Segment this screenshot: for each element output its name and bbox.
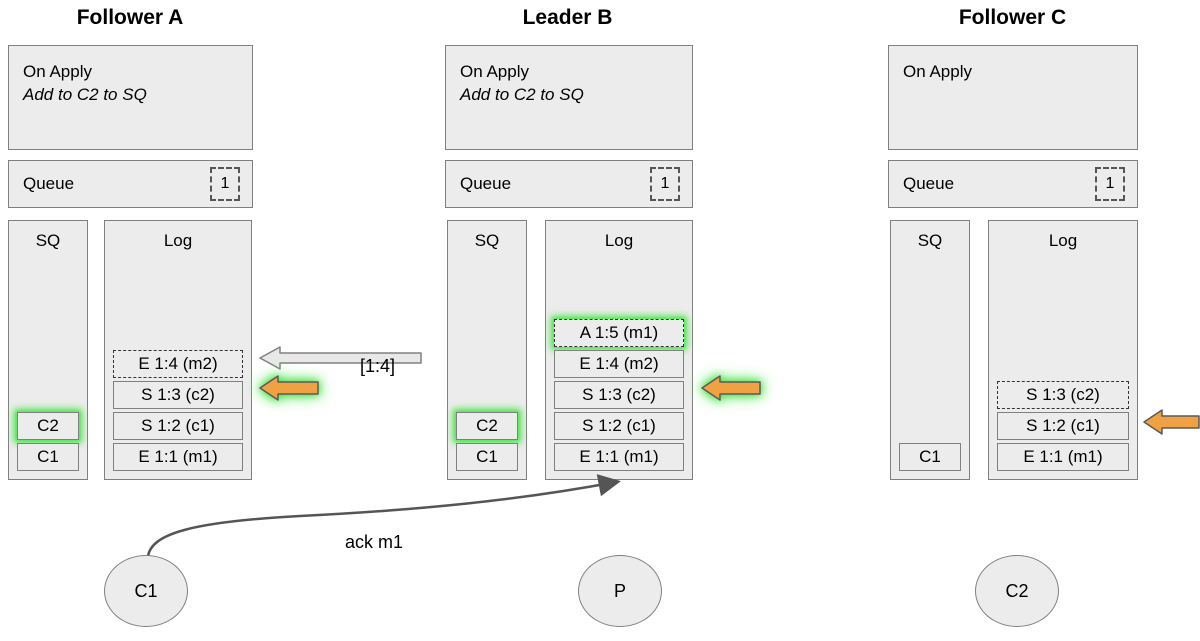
sq-stack-leader-b: C1 C2 [456, 412, 518, 471]
sq-stack-follower-c: C1 [899, 443, 961, 471]
log-entry: S 1:3 (c2) [113, 381, 243, 409]
log-stack-follower-a: E 1:1 (m1) S 1:2 (c1) S 1:3 (c2) E 1:4 (… [113, 350, 243, 471]
log-panel-follower-a: Log E 1:1 (m1) S 1:2 (c1) S 1:3 (c2) E 1… [104, 220, 252, 480]
log-label: Log [163, 231, 193, 250]
log-entry: S 1:3 (c2) [554, 381, 684, 409]
on-apply-panel-follower-a: On Apply Add to C2 to SQ [8, 45, 253, 150]
on-apply-action: Add to C2 to SQ [460, 85, 584, 104]
node-title-leader-b: Leader B [522, 6, 613, 29]
log-entry: E 1:4 (m2) [554, 350, 684, 378]
on-apply-panel-leader-b: On Apply Add to C2 to SQ [445, 45, 693, 150]
node-title-follower-c: Follower C [958, 6, 1067, 29]
log-panel-leader-b: Log E 1:1 (m1) S 1:2 (c1) S 1:3 (c2) E 1… [545, 220, 693, 480]
queue-label: Queue [903, 174, 955, 193]
log-entry: A 1:5 (m1) [554, 319, 684, 347]
client-circle-c2[interactable]: C2 [975, 555, 1059, 627]
sq-label: SQ [35, 231, 61, 250]
sq-item: C1 [456, 443, 518, 471]
log-entry: S 1:2 (c1) [997, 412, 1129, 440]
queue-panel-follower-a: Queue 1 [8, 160, 253, 208]
ack-arrow-curve [146, 474, 621, 557]
on-apply-panel-follower-c: On Apply [888, 45, 1138, 150]
sq-item: C1 [17, 443, 79, 471]
sq-item: C1 [899, 443, 961, 471]
queue-count-badge: 1 [1095, 167, 1125, 201]
log-entry: E 1:1 (m1) [554, 443, 684, 471]
on-apply-header: On Apply [903, 62, 972, 81]
log-entry: S 1:2 (c1) [554, 412, 684, 440]
log-stack-leader-b: E 1:1 (m1) S 1:2 (c1) S 1:3 (c2) E 1:4 (… [554, 319, 684, 471]
node-title-follower-a: Follower A [76, 6, 184, 29]
sq-label: SQ [917, 231, 943, 250]
queue-label: Queue [23, 174, 75, 193]
on-apply-header: On Apply [23, 62, 92, 81]
sq-item: C2 [456, 412, 518, 440]
queue-count-badge: 1 [210, 167, 240, 201]
commit-pointer-arrow-follower-a [259, 375, 319, 401]
sq-label: SQ [474, 231, 500, 250]
log-entry: S 1:3 (c2) [997, 381, 1129, 409]
queue-label: Queue [460, 174, 512, 193]
sq-stack-follower-a: C1 C2 [17, 412, 79, 471]
replication-arrow-gray [259, 346, 422, 370]
commit-pointer-arrow-follower-c [1143, 409, 1200, 435]
queue-panel-follower-c: Queue 1 [888, 160, 1138, 208]
queue-count-badge: 1 [650, 167, 680, 201]
producer-circle-p[interactable]: P [578, 555, 662, 627]
log-label: Log [604, 231, 634, 250]
commit-pointer-arrow-leader-b [701, 375, 761, 401]
log-entry: E 1:4 (m2) [113, 350, 243, 378]
sq-panel-follower-c: SQ C1 [890, 220, 970, 480]
log-label: Log [1048, 231, 1078, 250]
log-entry: S 1:2 (c1) [113, 412, 243, 440]
queue-panel-leader-b: Queue 1 [445, 160, 693, 208]
sq-item: C2 [17, 412, 79, 440]
log-entry: E 1:1 (m1) [113, 443, 243, 471]
replication-range-label: [1:4] [360, 356, 396, 376]
sq-panel-follower-a: SQ C1 C2 [8, 220, 88, 480]
sq-panel-leader-b: SQ C1 C2 [447, 220, 527, 480]
log-panel-follower-c: Log E 1:1 (m1) S 1:2 (c1) S 1:3 (c2) [988, 220, 1138, 480]
client-circle-c1[interactable]: C1 [104, 555, 188, 627]
on-apply-header: On Apply [460, 62, 529, 81]
ack-message-label: ack m1 [345, 532, 404, 552]
on-apply-action: Add to C2 to SQ [23, 85, 147, 104]
log-stack-follower-c: E 1:1 (m1) S 1:2 (c1) S 1:3 (c2) [997, 381, 1129, 471]
log-entry: E 1:1 (m1) [997, 443, 1129, 471]
